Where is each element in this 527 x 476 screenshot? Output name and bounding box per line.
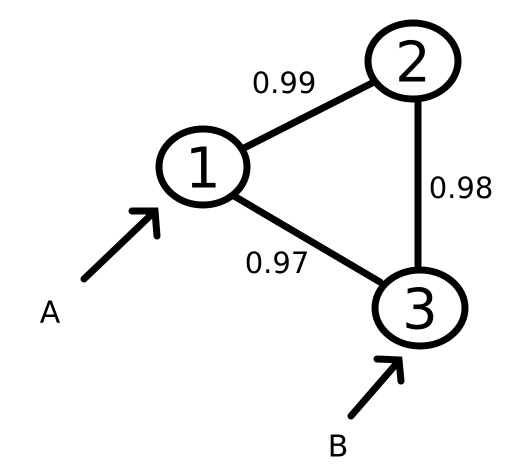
input-arrow-b bbox=[347, 355, 405, 420]
edge-1-3 bbox=[230, 192, 384, 286]
input-arrow-a bbox=[80, 207, 161, 283]
input-label-b: B bbox=[328, 430, 349, 465]
node-1-label: 1 bbox=[185, 137, 221, 202]
input-arrow-a-head bbox=[128, 207, 161, 240]
node-2: 2 bbox=[364, 19, 462, 103]
edge-1-2 bbox=[236, 74, 386, 154]
input-arrow-b-shaft bbox=[347, 359, 401, 420]
node-3-circle bbox=[371, 266, 469, 350]
node-1: 1 bbox=[155, 125, 251, 209]
edge-1-3-weight: 0.97 bbox=[245, 246, 310, 280]
node-3-label: 3 bbox=[402, 278, 438, 343]
input-label-a: A bbox=[40, 296, 61, 331]
node-2-circle bbox=[364, 19, 462, 103]
edge-2-3-weight: 0.98 bbox=[429, 171, 494, 205]
node-1-circle bbox=[155, 125, 251, 209]
node-3: 3 bbox=[371, 266, 469, 350]
input-arrow-a-shaft bbox=[80, 210, 156, 283]
input-arrow-b-head bbox=[373, 355, 405, 385]
edge-1-2-weight: 0.99 bbox=[252, 66, 317, 100]
node-2-label: 2 bbox=[395, 31, 431, 96]
